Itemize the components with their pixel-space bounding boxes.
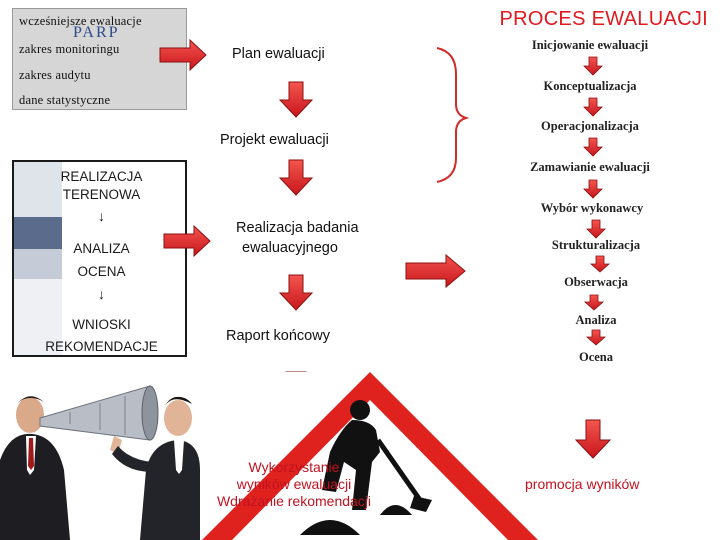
source-item-previous-evaluations: wcześniejsze ewaluacje	[19, 14, 142, 28]
process-step-observation: Obserwacja	[564, 275, 628, 289]
right-arrow-icon	[159, 38, 207, 72]
label-evaluation-plan: Plan ewaluacji	[232, 46, 325, 62]
results-usage-text: Wykorzystanie wyników ewaluacji Wdrażani…	[188, 459, 400, 510]
label-final-report: Raport końcowy	[226, 328, 330, 344]
down-arrow-icon: ↓	[98, 286, 105, 302]
process-step-conceptualization: Konceptualizacja	[543, 79, 637, 93]
down-arrow-icon	[574, 419, 612, 459]
down-arrow-icon	[278, 81, 314, 118]
stage-fieldwork-line2: TERENOWA	[62, 187, 141, 202]
process-step-analysis: Analiza	[575, 313, 617, 327]
results-usage-line2: wyników ewaluacji	[236, 476, 352, 492]
source-item-statistics: dane statystyczne	[19, 93, 111, 107]
parp-logo: PARP	[73, 24, 120, 41]
process-step-arrows	[583, 56, 611, 346]
down-arrow-icon	[278, 159, 314, 196]
down-arrow-icon	[278, 274, 314, 311]
source-item-monitoring: zakres monitoringu	[19, 42, 120, 56]
label-evaluation-project: Projekt ewaluacji	[220, 132, 329, 148]
process-step-initiation: Inicjowanie ewaluacji	[531, 38, 649, 52]
decor-stripe-light	[14, 162, 62, 217]
right-arrow-icon	[163, 224, 211, 258]
process-step-structuring: Strukturalizacja	[551, 238, 641, 252]
decor-stripe-dark	[14, 217, 62, 249]
process-step-assessment: Ocena	[578, 350, 614, 364]
process-title: PROCES EWALUACJI	[499, 8, 708, 30]
sources-box: PARP wcześniejsze ewaluacje zakres monit…	[12, 8, 187, 110]
decor-stripe-mid	[14, 249, 62, 279]
megaphone-people-illustration	[0, 372, 200, 540]
down-arrow-icon: ↓	[98, 208, 105, 224]
results-usage-line1: Wykorzystanie	[248, 459, 340, 475]
process-step-ordering: Zamawianie ewaluacji	[530, 160, 650, 174]
stage-analysis-line1: ANALIZA	[73, 241, 130, 256]
decor-stripe-pale	[14, 279, 62, 355]
bracket-icon	[436, 47, 470, 183]
label-research-line2: ewaluacyjnego	[242, 240, 338, 256]
road-works-sign-illustration	[202, 372, 538, 540]
stage-conclusions-line1: WNIOSKI	[72, 317, 131, 332]
stage-fieldwork-line1: REALIZACJA	[60, 169, 143, 184]
process-step-contractor-selection: Wybór wykonawcy	[540, 201, 644, 215]
process-step-operationalization: Operacjonalizacja	[541, 119, 639, 133]
label-research-line1: Realizacja badania	[236, 220, 359, 236]
results-promotion-text: promocja wyników	[525, 476, 640, 492]
right-arrow-icon	[405, 253, 466, 289]
source-item-audit: zakres audytu	[19, 68, 91, 82]
results-usage-line3: Wdrażanie rekomendacji	[216, 493, 372, 509]
stage-conclusions-line2: REKOMENDACJE	[45, 339, 158, 354]
stage-analysis-line2: OCENA	[77, 264, 126, 279]
stages-box: REALIZACJA TERENOWA ↓ ANALIZA OCENA ↓ WN…	[12, 160, 187, 357]
